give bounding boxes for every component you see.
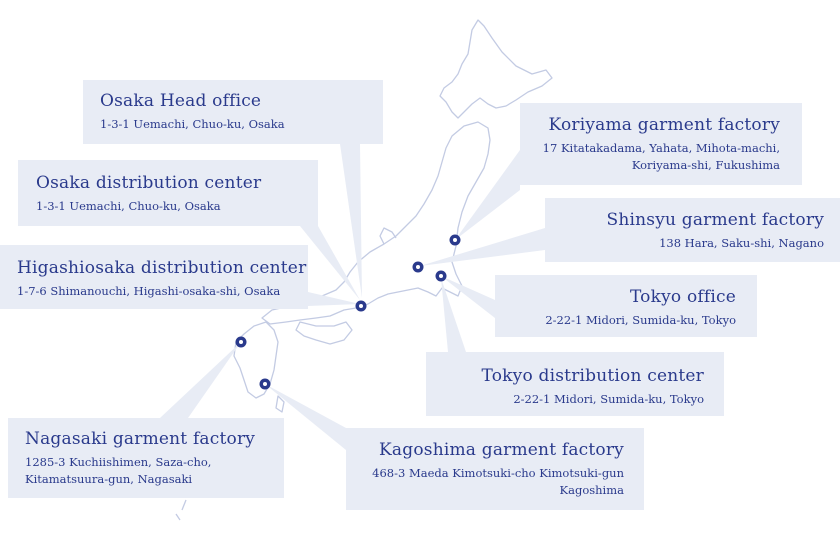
location-address: 1-3-1 Uemachi, Chuo-ku, Osaka [36,199,221,213]
location-address-line: 17 Kitatakadama, Yahata, Mihota-machi, [542,141,780,155]
hokkaido-outline [439,19,553,119]
location-card-tokyo-distribution-center: Tokyo distribution center 2-22-1 Midori,… [426,352,724,416]
noto-outline [379,227,397,245]
location-name: Nagasaki garment factory [25,429,256,449]
location-address: 468-3 Maeda Kimotsuki-cho Kimotsuki-gun … [346,465,624,499]
location-address-line: 468-3 Maeda Kimotsuki-cho Kimotsuki-gun [372,466,624,480]
location-address-line: Kitamatsuura-gun, Nagasaki [25,472,193,486]
location-card-shinsyu-garment-factory: Shinsyu garment factory 138 Hara, Saku-s… [545,198,840,262]
location-name: Shinsyu garment factory [606,210,824,230]
location-address: 2-22-1 Midori, Sumida-ku, Tokyo [513,392,704,406]
location-address: 2-22-1 Midori, Sumida-ku, Tokyo [545,313,736,327]
leader-kagoshima [265,384,346,450]
leader-tokyo-dist [441,278,466,352]
location-card-osaka-head-office: Osaka Head office 1-3-1 Uemachi, Chuo-ku… [83,80,383,144]
location-card-koriyama-garment-factory: Koriyama garment factory 17 Kitatakadama… [520,103,802,185]
location-address-line: Koriyama-shi, Fukushima [631,158,780,172]
location-card-nagasaki-garment-factory: Nagasaki garment factory 1285-3 Kuchiish… [8,418,284,498]
marker-osaka [355,300,367,312]
leader-shinsyu [420,228,545,266]
leader-osaka-head [340,144,362,298]
marker-tokyo [435,270,447,282]
location-name: Osaka distribution center [36,173,262,193]
leader-osaka-dist [300,226,360,300]
tanegashima-outline [275,395,285,413]
location-name: Kagoshima garment factory [379,440,624,460]
leader-higashiosaka [308,292,360,306]
location-name: Higashiosaka distribution center [17,258,307,278]
location-card-tokyo-office: Tokyo office 2-22-1 Midori, Sumida-ku, T… [495,275,757,337]
location-address-line: Kagoshima [559,483,624,497]
location-card-kagoshima-garment-factory: Kagoshima garment factory 468-3 Maeda Ki… [346,428,644,510]
leader-koriyama [455,150,520,240]
location-name: Tokyo distribution center [481,366,704,386]
leader-lines [160,144,545,450]
location-address: 1-3-1 Uemachi, Chuo-ku, Osaka [100,117,285,131]
marker-koriyama [449,234,461,246]
location-address: 138 Hara, Saku-shi, Nagano [659,236,824,250]
location-name: Tokyo office [629,287,736,307]
kyushu-outline [233,321,279,399]
location-address: 1285-3 Kuchiishimen, Saza-cho, Kitamatsu… [25,454,284,488]
marker-kagoshima [259,378,271,390]
marker-layer [235,234,461,390]
location-card-higashiosaka-distribution-center: Higashiosaka distribution center 1-7-6 S… [0,245,308,309]
honshu-outline [261,121,491,325]
location-name: Koriyama garment factory [548,115,780,135]
marker-nagasaki [235,336,247,348]
location-address-line: 1285-3 Kuchiishimen, Saza-cho, [25,455,212,469]
marker-shinsyu [412,261,424,273]
location-name: Osaka Head office [100,91,262,111]
leader-nagasaki [160,342,241,418]
location-address: 17 Kitatakadama, Yahata, Mihota-machi, K… [520,140,780,174]
location-address: 1-7-6 Shimanouchi, Higashi-osaka-shi, Os… [17,284,281,298]
shikoku-outline [295,321,353,345]
leader-tokyo-office [441,276,495,318]
location-card-osaka-distribution-center: Osaka distribution center 1-3-1 Uemachi,… [18,160,318,226]
